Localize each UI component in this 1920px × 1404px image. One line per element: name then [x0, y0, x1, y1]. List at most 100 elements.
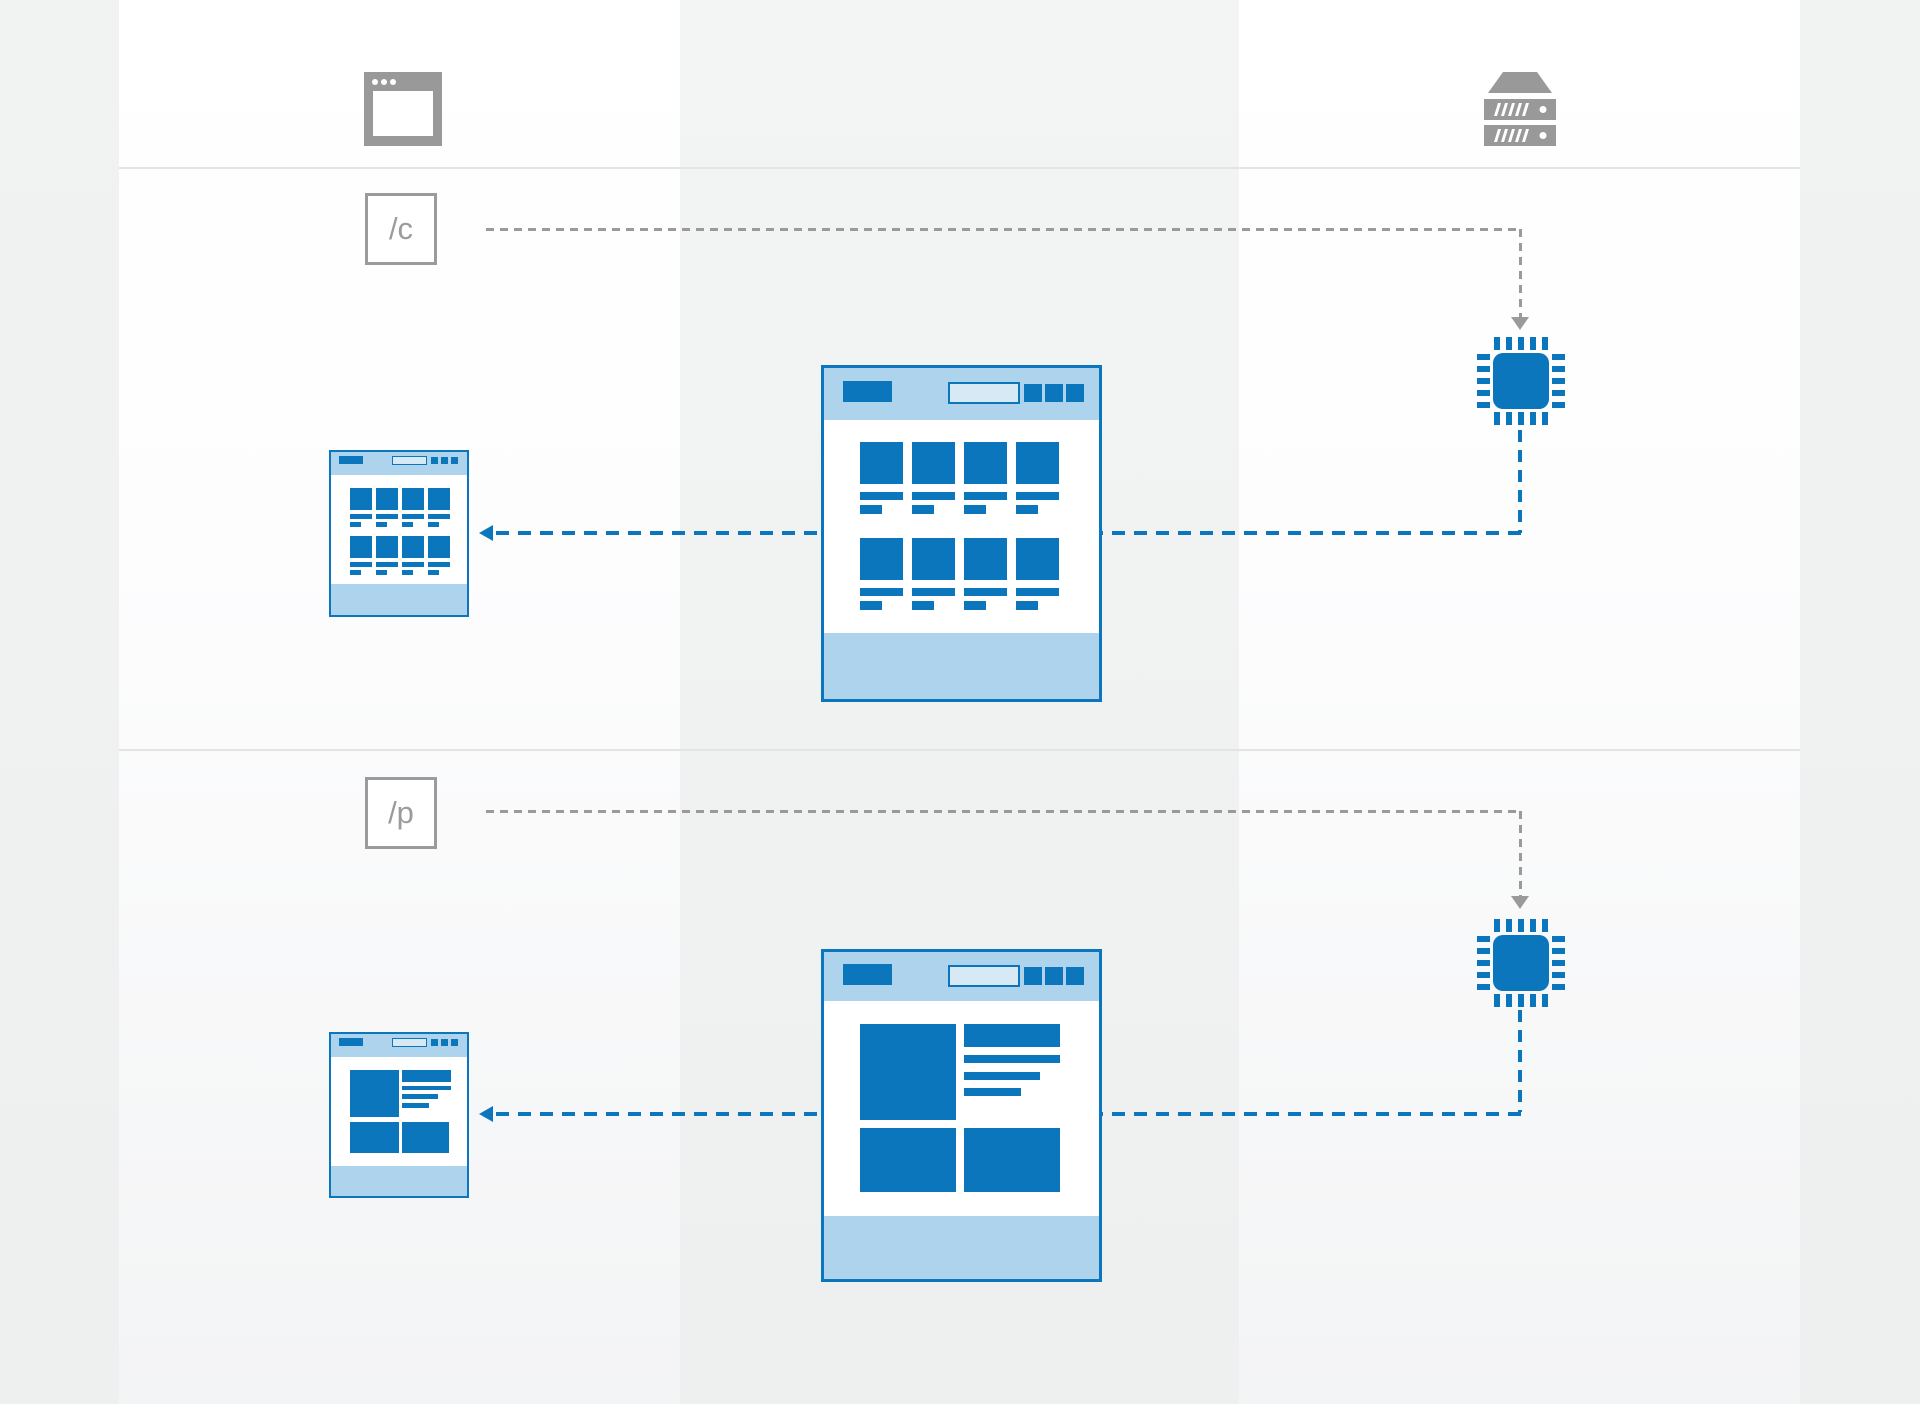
server-rack-icon — [1482, 70, 1558, 151]
nav-square-icon — [1045, 384, 1063, 402]
nav-square-icon — [1024, 967, 1042, 985]
request-label-c-text: /c — [388, 211, 414, 246]
product-card-row — [350, 536, 450, 575]
chip-pins-top — [1494, 919, 1548, 932]
product-card — [964, 538, 1007, 610]
nav-square-icon — [1066, 384, 1084, 402]
background-column-right — [1239, 0, 1800, 1404]
arrow-down-icon — [1511, 317, 1529, 330]
chip-pins-bottom — [1494, 994, 1548, 1007]
chip-pins-right — [1552, 936, 1565, 990]
product-page-small — [329, 1032, 469, 1198]
request-dashed-line-p — [486, 810, 1520, 813]
chip-pins-top — [1494, 337, 1548, 350]
chip-pins-left — [1477, 354, 1490, 408]
nav-square-icon — [451, 1039, 458, 1046]
browser-window-icon — [364, 72, 442, 146]
nav-square-icon — [1024, 384, 1042, 402]
product-page-large — [821, 949, 1102, 1282]
product-title-block — [402, 1070, 451, 1082]
search-bar — [392, 1038, 427, 1047]
request-dashed-line-c — [486, 228, 1520, 231]
related-block — [350, 1122, 399, 1153]
browser-dot-icon — [390, 79, 396, 85]
text-line — [402, 1103, 429, 1108]
search-bar — [948, 965, 1020, 987]
text-line — [964, 1088, 1021, 1096]
product-card — [402, 536, 424, 575]
page-footer — [331, 1166, 467, 1196]
request-dashed-line-p-down — [1519, 811, 1522, 897]
arrow-left-icon — [479, 525, 493, 541]
arrow-down-icon — [1511, 896, 1529, 909]
text-line — [964, 1072, 1040, 1080]
row-divider-bottom — [119, 749, 1800, 751]
chip-core — [1493, 353, 1549, 409]
nav-square-icon — [451, 457, 458, 464]
browser-dot-icon — [372, 79, 378, 85]
page-footer — [824, 1216, 1099, 1279]
nav-square-icon — [1045, 967, 1063, 985]
response-dashed-line-c-down — [1518, 430, 1522, 533]
product-card — [912, 442, 955, 514]
chip-icon — [1477, 919, 1565, 1007]
row-divider-top — [119, 167, 1800, 169]
product-title-block — [964, 1024, 1060, 1047]
nav-square-icon — [441, 457, 448, 464]
product-card — [1016, 538, 1059, 610]
product-card-row — [860, 538, 1059, 610]
product-card — [376, 488, 398, 527]
arrow-left-icon — [479, 1106, 493, 1122]
nav-square-icon — [431, 457, 438, 464]
search-bar — [948, 382, 1020, 404]
product-card — [912, 538, 955, 610]
page-footer — [824, 633, 1099, 699]
request-label-p-text: /p — [388, 795, 414, 830]
nav-square-icon — [441, 1039, 448, 1046]
product-card — [350, 536, 372, 575]
product-card — [1016, 442, 1059, 514]
chip-pins-bottom — [1494, 412, 1548, 425]
logo-block — [843, 964, 892, 985]
product-card — [428, 536, 450, 575]
product-card — [860, 538, 903, 610]
logo-block — [339, 1038, 363, 1046]
browser-viewport — [373, 91, 433, 136]
response-dashed-line-p-down — [1518, 1010, 1522, 1112]
related-block — [402, 1122, 449, 1153]
nav-square-icon — [1066, 967, 1084, 985]
page-header — [331, 452, 467, 475]
product-card — [428, 488, 450, 527]
related-block — [860, 1128, 956, 1192]
browser-dot-icon — [381, 79, 387, 85]
request-label-c: /c — [365, 193, 437, 265]
logo-block — [339, 456, 363, 464]
text-line — [402, 1086, 451, 1090]
request-label-p: /p — [365, 777, 437, 849]
chip-pins-left — [1477, 936, 1490, 990]
product-card-row — [350, 488, 450, 527]
request-dashed-line-c-down — [1519, 229, 1522, 318]
category-page-large — [821, 365, 1102, 702]
text-line — [402, 1094, 438, 1099]
page-header — [824, 368, 1099, 420]
chip-core — [1493, 935, 1549, 991]
product-card — [402, 488, 424, 527]
product-card — [350, 488, 372, 527]
chip-pins-right — [1552, 354, 1565, 408]
product-image-block — [350, 1070, 399, 1117]
page-header — [331, 1034, 467, 1057]
product-image-block — [860, 1024, 956, 1120]
text-line — [964, 1055, 1060, 1063]
search-bar — [392, 456, 427, 465]
product-card — [964, 442, 1007, 514]
page-header — [824, 952, 1099, 1001]
category-page-small — [329, 450, 469, 617]
related-block — [964, 1128, 1060, 1192]
chip-icon — [1477, 337, 1565, 425]
page-footer — [331, 584, 467, 615]
product-card — [860, 442, 903, 514]
logo-block — [843, 381, 892, 402]
nav-square-icon — [431, 1039, 438, 1046]
